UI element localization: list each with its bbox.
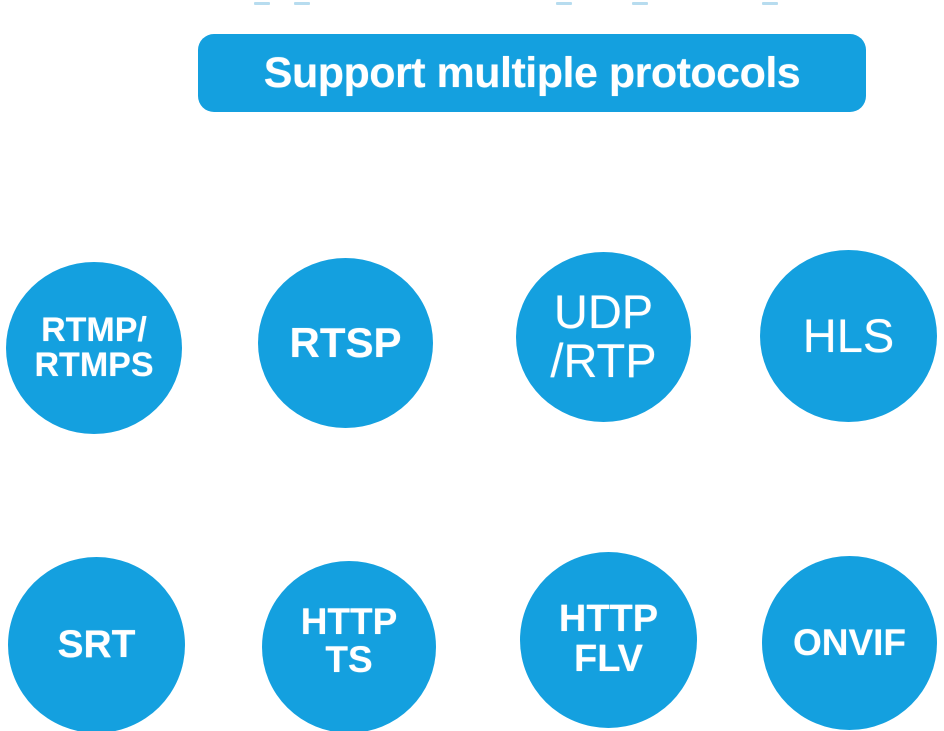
protocol-bubble-onvif: ONVIF — [762, 556, 937, 730]
clipped-text-fragments — [0, 0, 944, 10]
protocol-label-rtsp: RTSP — [289, 319, 402, 367]
protocol-bubble-udp-rtp: UDP /RTP — [516, 252, 691, 422]
protocol-bubble-rtsp: RTSP — [258, 258, 433, 428]
protocol-bubble-rtmp: RTMP/ RTMPS — [6, 262, 182, 434]
clipped-text-fragment — [762, 2, 778, 5]
protocol-label-http-ts: HTTP TS — [300, 600, 398, 680]
protocol-label-http-flv: HTTP FLV — [558, 598, 659, 680]
protocol-label-srt: SRT — [57, 622, 136, 666]
clipped-text-fragment — [632, 2, 648, 5]
page-title: Support multiple protocols — [263, 48, 801, 97]
clipped-text-fragment — [556, 2, 572, 5]
protocol-label-udp-rtp: UDP /RTP — [550, 285, 657, 387]
protocol-bubble-srt: SRT — [8, 557, 185, 731]
clipped-text-fragment — [254, 2, 270, 5]
protocol-label-onvif: ONVIF — [792, 621, 907, 663]
protocol-bubble-hls: HLS — [760, 250, 937, 422]
protocol-bubble-http-flv: HTTP FLV — [520, 552, 697, 728]
protocol-label-hls: HLS — [802, 308, 895, 362]
clipped-text-fragment — [294, 2, 310, 5]
title-banner: Support multiple protocols — [198, 34, 866, 112]
protocol-label-rtmp: RTMP/ RTMPS — [34, 310, 154, 384]
protocol-bubble-http-ts: HTTP TS — [262, 561, 436, 731]
